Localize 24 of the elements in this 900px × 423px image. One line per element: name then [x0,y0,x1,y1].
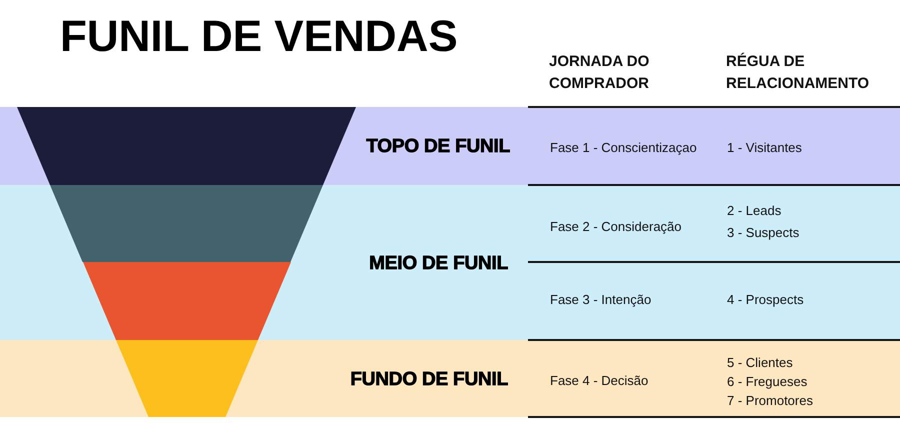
relationship-step-text: 6 - Fregueses [727,373,808,391]
relationship-step-text: 7 - Promotores [727,392,813,410]
buyer-phase-text: Fase 3 - Intenção [550,291,652,309]
stage-heading: FUNDO DE FUNIL [350,369,508,391]
stage-band [0,185,900,340]
buyer-phase-text: Fase 1 - Conscientizaçao [550,139,697,157]
page-title: FUNIL DE VENDAS [60,15,458,59]
funnel-segment [50,185,323,262]
buyer-phase-text: Fase 2 - Consideração [550,218,682,236]
column-heading: JORNADA DO COMPRADOR [549,52,650,94]
stage-band [0,107,900,185]
relationship-step-text: 1 - Visitantes [727,139,802,157]
stage-band [0,340,900,417]
funnel-segment [17,107,356,185]
buyer-phase-text: Fase 4 - Decisão [550,372,648,390]
relationship-step-text: 2 - Leads [727,202,782,220]
stage-heading: TOPO DE FUNIL [366,136,510,158]
relationship-step-text: 4 - Prospects [727,291,804,309]
stage-heading: MEIO DE FUNIL [369,253,508,275]
funnel-segment [116,340,258,417]
column-heading: RÉGUA DE RELACIONAMENTO [726,52,870,94]
funnel-segment [82,262,290,340]
relationship-step-text: 5 - Clientes [727,354,793,372]
relationship-step-text: 3 - Suspects [727,224,800,242]
